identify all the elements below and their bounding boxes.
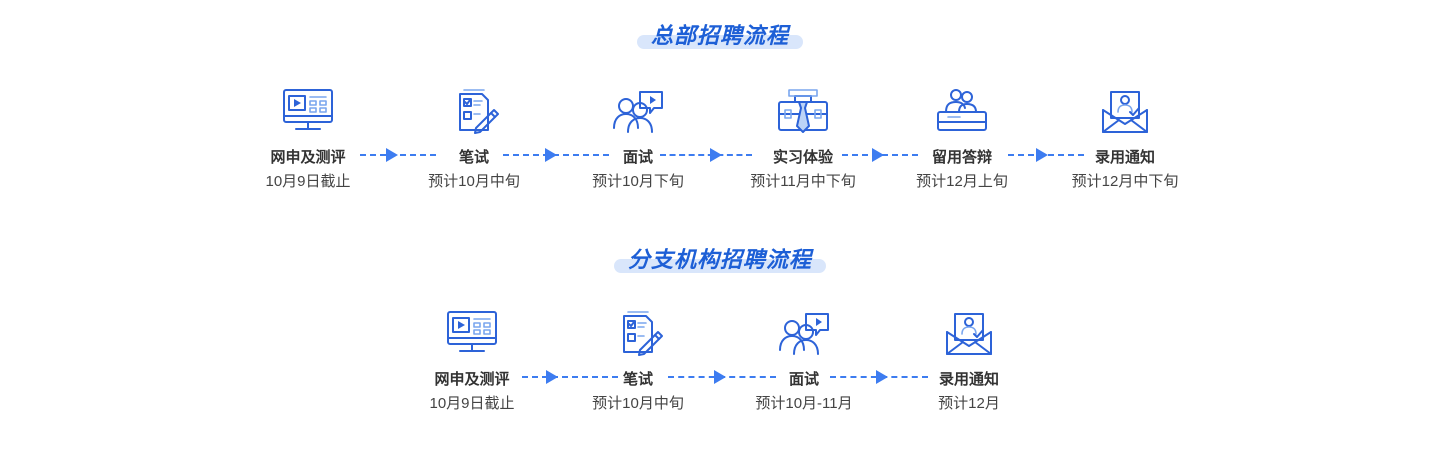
arrow-right-icon	[872, 148, 884, 162]
step-name: 录用通知	[1094, 149, 1155, 166]
step-name: 网申及测评	[270, 149, 346, 166]
step-time: 10月9日截止	[265, 173, 351, 190]
step-time: 预计10月-11月	[755, 395, 853, 412]
written-test-icon	[623, 311, 663, 356]
step-time: 预计10月下旬	[592, 173, 684, 190]
arrow-right-icon	[714, 370, 726, 384]
hq-connector-2	[503, 148, 609, 162]
interview-icon	[613, 91, 663, 133]
arrow-right-icon	[710, 148, 722, 162]
title-highlight-bar	[636, 35, 803, 49]
monitor-icon	[447, 311, 497, 352]
offer-envelope-icon	[946, 313, 992, 355]
hq-section-title: 总部招聘流程	[0, 18, 1440, 50]
step-time: 预计12月	[938, 395, 1000, 412]
step-time: 10月9日截止	[429, 395, 515, 412]
hq-step-interview: 面试 预计10月下旬	[558, 86, 718, 192]
written-test-icon	[459, 89, 499, 134]
hq-step-offer: 录用通知 预计12月中下旬	[1045, 86, 1205, 192]
branch-step-offer: 录用通知 预计12月	[889, 308, 1049, 414]
interview-icon	[779, 313, 829, 355]
hq-connector-3	[660, 148, 752, 162]
arrow-right-icon	[545, 148, 557, 162]
hq-step-application: 网申及测评 10月9日截止	[228, 86, 388, 192]
branch-connector-2	[668, 370, 776, 384]
branch-step-application: 网申及测评 10月9日截止	[392, 308, 552, 414]
hq-connector-5	[1008, 148, 1084, 162]
step-time: 预计10月中旬	[592, 395, 684, 412]
step-name: 面试	[622, 149, 653, 166]
step-name: 录用通知	[938, 371, 999, 388]
offer-envelope-icon	[1102, 91, 1148, 133]
arrow-right-icon	[386, 148, 398, 162]
hq-connector-1	[360, 148, 448, 162]
step-name: 留用答辩	[931, 149, 992, 166]
hq-step-written-test: 笔试 预计10月中旬	[394, 86, 554, 192]
arrow-right-icon	[1036, 148, 1048, 162]
step-name: 面试	[788, 371, 819, 388]
title-highlight-bar	[613, 259, 826, 273]
branch-connector-1	[522, 370, 618, 384]
hq-step-internship: 实习体验 预计11月中下旬	[723, 86, 883, 192]
arrow-right-icon	[876, 370, 888, 384]
branch-section-title: 分支机构招聘流程	[0, 242, 1440, 274]
step-time: 预计12月上旬	[916, 173, 1008, 190]
briefcase-icon	[778, 89, 828, 133]
step-name: 实习体验	[772, 149, 833, 166]
step-time: 预计11月中下旬	[750, 173, 856, 190]
step-time: 预计10月中旬	[428, 173, 520, 190]
arrow-right-icon	[546, 370, 558, 384]
branch-step-interview: 面试 预计10月-11月	[724, 308, 884, 414]
hq-title-text: 总部招聘流程	[650, 23, 789, 48]
step-name: 笔试	[622, 371, 653, 388]
step-name: 网申及测评	[434, 371, 510, 388]
branch-step-written-test: 笔试 预计10月中旬	[558, 308, 718, 414]
branch-title-text: 分支机构招聘流程	[627, 247, 812, 272]
branch-connector-3	[830, 370, 928, 384]
hq-connector-4	[842, 148, 918, 162]
monitor-icon	[283, 89, 333, 130]
step-time: 预计12月中下旬	[1071, 173, 1179, 190]
defense-icon	[937, 89, 987, 131]
step-name: 笔试	[458, 149, 489, 166]
hq-step-defense: 留用答辩 预计12月上旬	[882, 86, 1042, 192]
